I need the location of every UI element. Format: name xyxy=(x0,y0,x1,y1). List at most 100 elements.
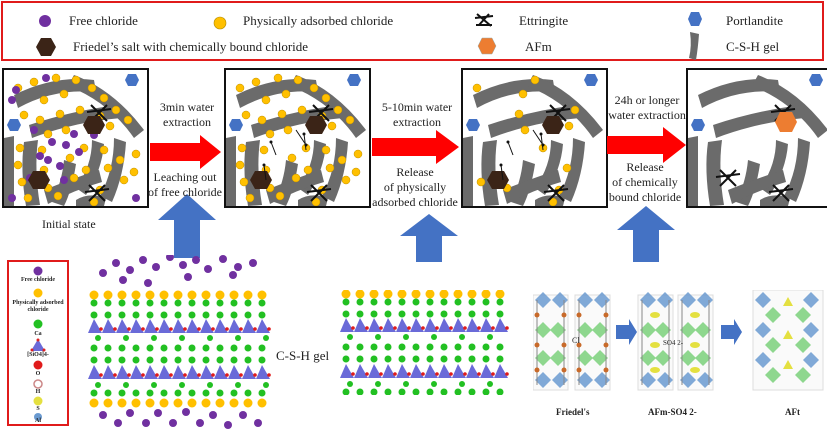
sio4-tetrahedron xyxy=(186,365,200,379)
adsorbed-chloride-dot xyxy=(570,105,580,115)
octahedron xyxy=(755,292,771,308)
legend-free-chloride: Free chloride xyxy=(69,13,138,28)
sio4-tetrahedron xyxy=(130,365,144,379)
csh-gel-piece xyxy=(760,195,790,206)
atom-legend-ca: Ca xyxy=(34,331,42,337)
adsorbed-chloride-atom xyxy=(243,290,253,300)
ca-atom xyxy=(90,299,98,307)
ca-atom xyxy=(132,299,140,307)
ca-atom xyxy=(258,389,266,397)
adsorbed-chloride-dot xyxy=(530,75,540,85)
legend-friedel-salt: Friedel’s salt with chemically bound chl… xyxy=(73,39,309,54)
adsorbed-chloride-dot xyxy=(275,191,285,201)
o-atom xyxy=(225,327,229,331)
adsorbed-chloride-dot xyxy=(514,109,524,119)
o-atom xyxy=(197,373,201,377)
csh-gel-piece xyxy=(728,170,786,204)
octahedron xyxy=(803,322,819,338)
transition-3-bottom: Release of chemically bound chloride xyxy=(603,160,687,205)
ca-atom xyxy=(384,355,392,363)
ca-atom xyxy=(132,389,140,397)
octahedron xyxy=(592,350,608,366)
atom-legend-o: O xyxy=(35,371,41,377)
adsorbed-chloride-dot xyxy=(59,89,69,99)
friedels-label: Friedel's xyxy=(556,407,590,417)
o-atom xyxy=(435,326,439,330)
adsorbed-chloride-dot xyxy=(129,167,139,177)
ca-atom xyxy=(146,299,154,307)
adsorbed-chloride-icon xyxy=(213,16,227,30)
adsorbed-chloride-dot xyxy=(241,110,251,120)
octahedron xyxy=(765,367,781,383)
o-atom xyxy=(365,326,369,330)
octahedron xyxy=(755,352,771,368)
cl-atom xyxy=(561,342,567,348)
octahedron xyxy=(803,352,819,368)
o-atom xyxy=(491,372,495,376)
o-atom xyxy=(141,327,145,331)
adsorbed-chloride-dot xyxy=(341,175,351,185)
ca-atom xyxy=(123,335,129,341)
sio4-tetrahedron xyxy=(144,319,158,333)
o-atom xyxy=(505,372,509,376)
free-chloride-atom xyxy=(196,419,204,427)
adsorbed-chloride-dot xyxy=(15,143,25,153)
transition-2-bottom-line1: Release xyxy=(396,165,434,179)
o-atom xyxy=(183,327,187,331)
sio4-tetrahedron xyxy=(200,365,214,379)
o-atom xyxy=(183,373,187,377)
adsorbed-chloride-dot xyxy=(13,160,23,170)
free-chloride-dot xyxy=(42,74,50,82)
transition-2-bottom-line3: adsorbed chloride xyxy=(372,195,458,209)
free-chloride-atom xyxy=(142,419,150,427)
octahedron xyxy=(550,350,566,366)
aft-label: AFt xyxy=(785,407,800,417)
transition-2-top-line2: extraction xyxy=(393,115,441,129)
sio4-tetrahedron xyxy=(340,364,354,378)
adsorbed-chloride-dot xyxy=(43,129,53,139)
o-atom xyxy=(267,373,271,377)
o-atom xyxy=(477,326,481,330)
ca-atom xyxy=(370,343,378,351)
ca-atom xyxy=(403,381,409,387)
adsorbed-chloride-atom xyxy=(229,290,239,300)
ca-atom xyxy=(188,344,196,352)
ca-atom xyxy=(496,343,504,351)
movement-arrow xyxy=(270,141,277,156)
adsorbed-chloride-dot xyxy=(17,177,27,187)
legend-portlandite: Portlandite xyxy=(726,13,784,28)
ca-atom xyxy=(90,311,98,319)
adsorbed-chloride-atom xyxy=(257,290,267,300)
ca-atom xyxy=(403,334,409,340)
afm-icon xyxy=(477,37,497,55)
atom-legend-free: Free chloride xyxy=(20,277,56,283)
sio4-tetrahedron xyxy=(424,364,438,378)
ca-atom xyxy=(468,310,476,318)
stage-panel-10min xyxy=(461,68,608,208)
al-atom-icon xyxy=(34,413,42,421)
sio4-tetrahedron xyxy=(410,318,424,332)
free-chloride-atom xyxy=(112,259,120,267)
o-atom xyxy=(379,326,383,330)
portlandite-icon xyxy=(688,12,702,26)
ca-atom xyxy=(235,335,241,341)
ca-atom xyxy=(347,381,353,387)
adsorbed-chloride-dot xyxy=(321,93,331,103)
sulfate-group xyxy=(690,342,700,348)
movement-arrow xyxy=(532,129,544,146)
ca-atom xyxy=(431,334,437,340)
csh-gel-piece xyxy=(22,140,40,206)
adsorbed-chloride-atom xyxy=(159,290,169,300)
movement-arrow-head xyxy=(541,143,545,147)
o-atom xyxy=(113,373,117,377)
adsorbed-chloride-atom xyxy=(103,290,113,300)
adsorbed-chloride-atom xyxy=(215,398,225,408)
sio4-tetrahedron xyxy=(116,319,130,333)
csh-gel-icon xyxy=(689,32,699,60)
adsorbed-chloride-dot xyxy=(257,115,267,125)
cl-atom xyxy=(534,312,540,318)
ca-atom xyxy=(118,356,126,364)
adsorbed-chloride-dot xyxy=(239,177,249,187)
portlandite-hexagon xyxy=(691,119,705,131)
adsorbed-chloride-dot xyxy=(476,177,486,187)
